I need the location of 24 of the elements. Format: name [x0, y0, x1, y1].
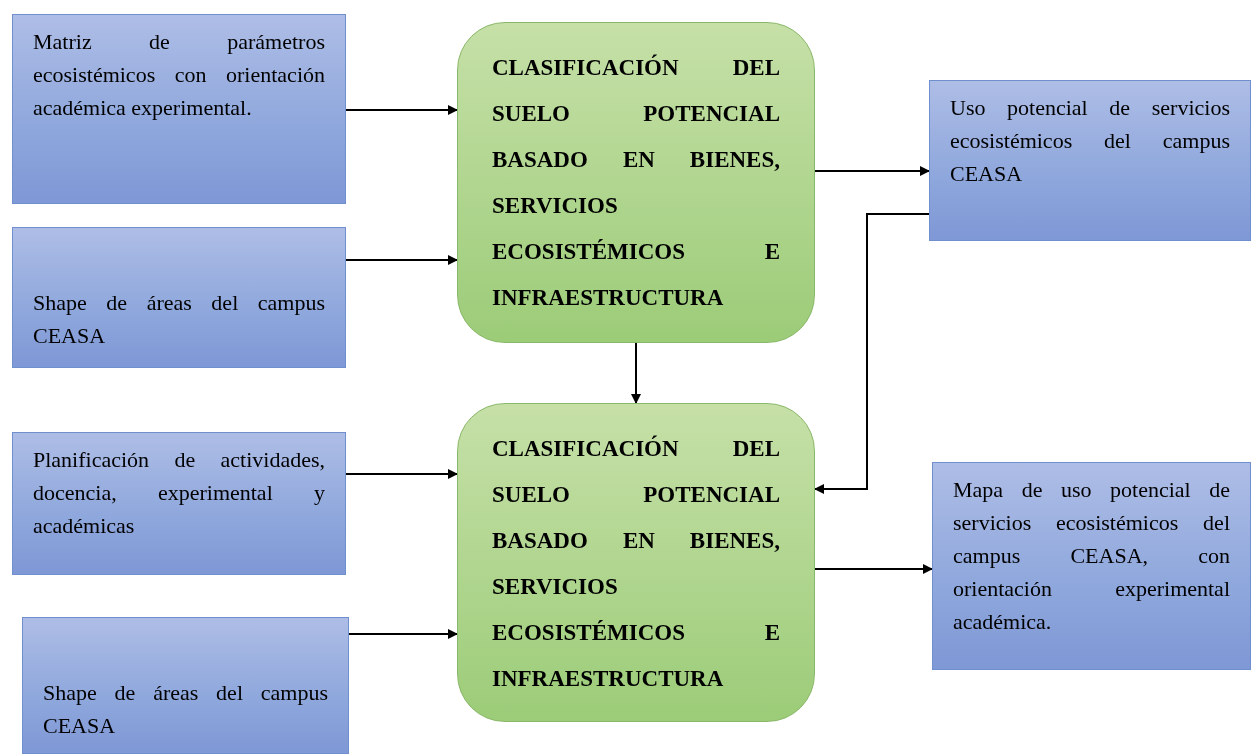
- process-box: [457, 403, 815, 722]
- input-box: [12, 227, 346, 368]
- box-text: Matriz de parámetros ecosistémicos con orientación académica experimental.: [33, 28, 325, 122]
- input-box: [12, 14, 346, 204]
- arrow: [348, 629, 458, 639]
- input-box: [12, 432, 346, 575]
- output-box: [929, 80, 1251, 241]
- arrow: [631, 342, 641, 404]
- process-title: CLASIFICACIÓN DEL SUELO POTENCIAL BASADO EN BIENES, SERVICIOS ECOSISTÉMICOS E INFRAESTRUCTURA: [492, 53, 780, 312]
- input-box: [22, 617, 349, 754]
- arrow: [814, 564, 933, 574]
- box-text: Planificación de actividades, docencia, experimental y académicas: [33, 446, 325, 540]
- arrow: [345, 255, 458, 265]
- output-box: [932, 462, 1251, 670]
- process-box: [457, 22, 815, 343]
- box-text: Mapa de uso potencial de servicios ecosistémicos del campus CEASA, con orientación experimental académica.: [953, 476, 1230, 636]
- arrow: [345, 469, 458, 479]
- arrow: [814, 166, 930, 176]
- box-text: Uso potencial de servicios ecosistémicos del campus CEASA: [950, 94, 1230, 188]
- process-title: CLASIFICACIÓN DEL SUELO POTENCIAL BASADO EN BIENES, SERVICIOS ECOSISTÉMICOS E INFRAESTRUCTURA: [492, 434, 780, 693]
- arrow: [345, 105, 458, 115]
- arrow: [814, 213, 930, 494]
- box-text: Shape de áreas del campus CEASA: [43, 679, 328, 740]
- box-text: Shape de áreas del campus CEASA: [33, 289, 325, 350]
